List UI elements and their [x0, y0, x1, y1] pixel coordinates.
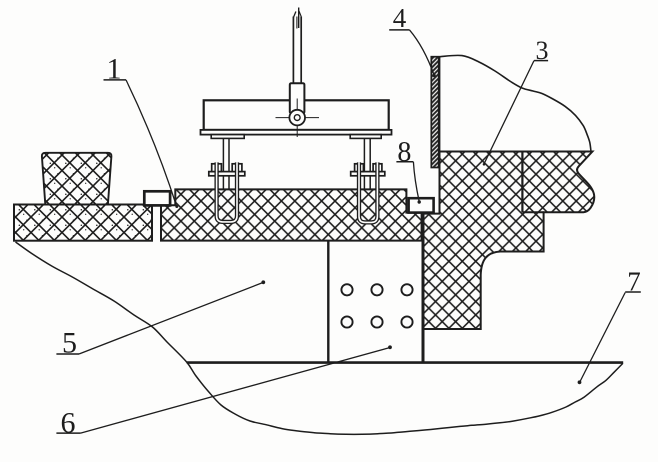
- svg-text:6: 6: [61, 407, 76, 440]
- svg-text:4: 4: [393, 3, 407, 33]
- svg-text:8: 8: [397, 137, 411, 168]
- svg-text:7: 7: [627, 266, 641, 296]
- svg-text:1: 1: [107, 53, 122, 86]
- svg-text:3: 3: [536, 36, 549, 65]
- svg-text:5: 5: [62, 327, 77, 360]
